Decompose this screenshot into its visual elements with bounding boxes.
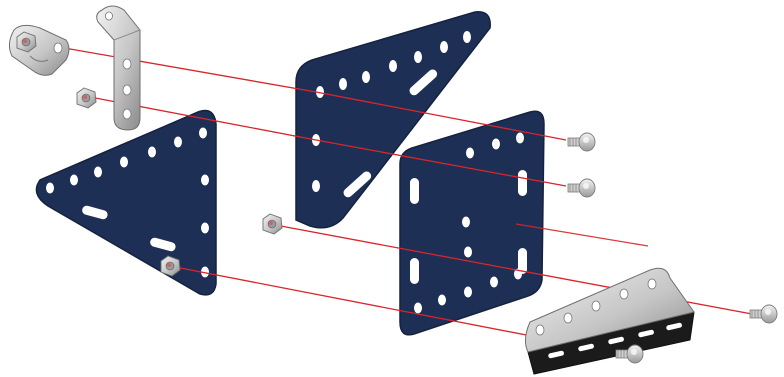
assembly-line xyxy=(30,42,316,92)
square-nut-center xyxy=(263,214,282,234)
small-angle-bracket xyxy=(9,25,69,75)
bolt xyxy=(568,133,595,151)
bolt xyxy=(568,179,595,197)
small-triangular-plate xyxy=(36,111,216,295)
bolt xyxy=(750,305,777,323)
square-flexible-plate xyxy=(400,111,544,335)
long-double-angle-strip xyxy=(525,268,694,374)
long-angle-bracket xyxy=(97,6,140,130)
square-nut xyxy=(77,88,96,108)
